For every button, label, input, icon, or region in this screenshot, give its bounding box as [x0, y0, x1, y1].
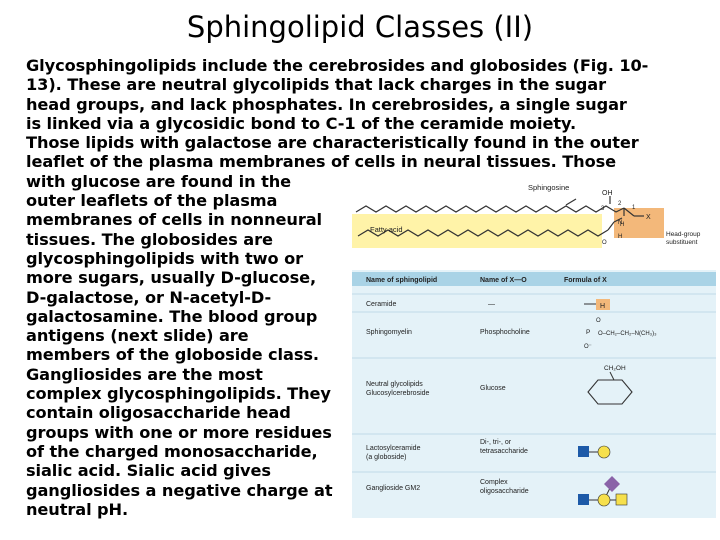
- header-formula: Formula of X: [564, 277, 607, 284]
- paragraph-line: Those lipids with galactose are characte…: [26, 133, 639, 153]
- head-group-label: Head-group: [666, 231, 701, 238]
- paragraph-line: antigens (next slide) are: [26, 326, 249, 346]
- n-label: N: [618, 220, 622, 226]
- row-lactosyl-x: Di-, tri-, or: [480, 439, 512, 446]
- row-sphingomyelin-x: Phosphocholine: [480, 329, 530, 336]
- x-label: X: [646, 214, 651, 221]
- paragraph-line: with glucose are found in the: [26, 171, 292, 191]
- paragraph-line: members of the globoside class.: [26, 345, 319, 365]
- paragraph-line: contain oligosaccharide head: [26, 403, 291, 423]
- paragraph-line: Glycosphingolipids include the cerebrosi…: [26, 56, 649, 75]
- oh-label: OH: [602, 190, 613, 197]
- fatty-acid-band: [352, 214, 602, 248]
- sphingosine-label: Sphingosine: [528, 183, 569, 192]
- h-label: H: [618, 234, 622, 240]
- h-badge: [596, 299, 610, 310]
- carbon-3-label: 3: [601, 206, 605, 212]
- row-lactosyl-name2: (a globoside): [366, 454, 406, 461]
- galnac-square: [615, 493, 628, 506]
- paragraph-line: leaflet of the plasma membranes of cells…: [26, 152, 617, 172]
- row-ceramide-name: Ceramide: [366, 301, 396, 308]
- table-header: [352, 272, 716, 286]
- phosphate-o-top: O: [596, 318, 601, 324]
- galactose-circle: [597, 445, 611, 459]
- row-neutral-name2: Glucosylcerebroside: [366, 390, 430, 397]
- paragraph-line: sialic acid. Sialic acid gives: [26, 461, 271, 481]
- row-gm2-x: Complex: [480, 479, 508, 486]
- head-group-band: [614, 208, 664, 238]
- row-ceramide-formula: H: [600, 303, 605, 310]
- paragraph-line: groups with one or more residues: [26, 422, 332, 442]
- slide-title: Sphingolipid Classes (II): [186, 10, 534, 44]
- slide-paragraph: Glycosphingolipids include the cerebrosi…: [26, 56, 706, 519]
- paragraph-line: D-galactose, or N-acetyl-D-: [26, 287, 272, 307]
- row-gm2-name: Ganglioside GM2: [366, 485, 420, 492]
- paragraph-line: membranes of cells in nonneural: [26, 210, 322, 230]
- row-lactosyl-name: Lactosylceramide: [366, 445, 421, 452]
- paragraph-line: Gangliosides are the most: [26, 364, 263, 384]
- o-label: O: [602, 240, 607, 246]
- paragraph-line: 13). These are neutral glycolipids that …: [26, 75, 607, 95]
- sphingosine-chain: [355, 205, 625, 213]
- row-ceramide-x: —: [488, 301, 495, 308]
- row-lactosyl-x2: tetrasaccharide: [480, 448, 528, 455]
- paragraph-line: complex glycosphingolipids. They: [26, 384, 331, 404]
- galactose-circle: [597, 493, 611, 507]
- paragraph-line: more sugars, usually D-glucose,: [26, 268, 317, 288]
- paragraph-line: glycosphingolipids with two or: [26, 248, 303, 268]
- fatty-acid-label: Fatty acid: [370, 225, 403, 234]
- paragraph-line: is linked via a glycosidic bond to C-1 o…: [26, 113, 577, 133]
- glucose-square: [578, 494, 589, 505]
- carbon-2-label: 2: [618, 201, 622, 207]
- paragraph-line: tissues. The globosides are: [26, 229, 273, 249]
- paragraph-line: galactosamine. The blood group: [26, 306, 318, 326]
- row-sphingomyelin-name: Sphingomyelin: [366, 329, 412, 336]
- paragraph-line: outer leaflets of the plasma: [26, 191, 278, 211]
- phosphate-p: P: [586, 329, 590, 336]
- row-sphingomyelin-formula: O–CH₂–CH₂–N(CH₃)₃: [598, 331, 657, 337]
- glucose-ring: [587, 379, 633, 405]
- header-name-x: Name of X—O: [480, 277, 527, 284]
- sphingolipid-figure: Sphingosine OH 3 2 1 X H N H O Fatty aci…: [352, 178, 716, 518]
- paragraph-line: head groups, and lack phosphates. In cer…: [26, 94, 627, 114]
- carbon-1-label: 1: [632, 205, 636, 211]
- row-neutral-formula: CH₂OH: [604, 365, 626, 372]
- glucose-square: [578, 446, 589, 457]
- fatty-acid-chain: [357, 229, 609, 237]
- row-neutral-name: Neutral glycolipids: [366, 381, 423, 388]
- paragraph-line: gangliosides a negative charge at: [26, 480, 333, 500]
- header-name: Name of sphingolipid: [366, 277, 437, 284]
- phosphate-o-bottom: O⁻: [584, 344, 592, 350]
- row-gm2-x2: oligosaccharide: [480, 488, 529, 495]
- paragraph-line: neutral pH.: [26, 499, 129, 519]
- substituent-label: substituent: [666, 239, 698, 246]
- h-label: H: [620, 222, 624, 228]
- sialic-acid-diamond: [604, 476, 620, 492]
- row-neutral-x: Glucose: [480, 385, 506, 392]
- paragraph-line: of the charged monosaccharide,: [26, 441, 318, 461]
